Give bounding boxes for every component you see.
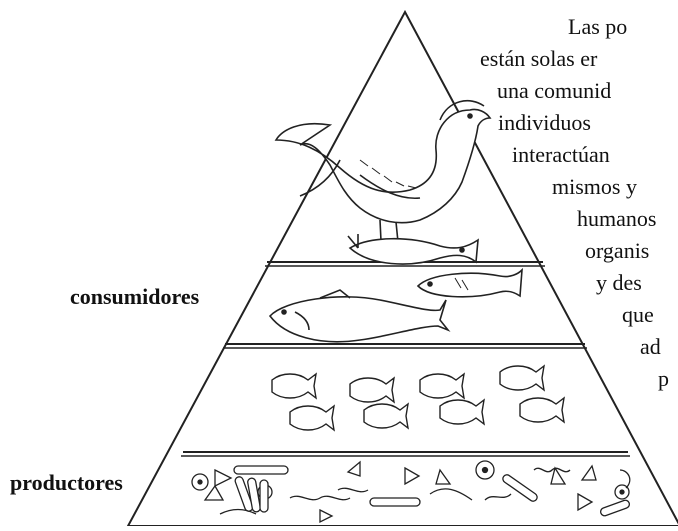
paragraph-line: p (658, 366, 669, 391)
fish-icon (416, 267, 523, 298)
label-productores: productores (10, 470, 123, 495)
fish-icon (347, 234, 479, 265)
fish-icon (271, 364, 565, 432)
paragraph-line: mismos y (552, 174, 637, 199)
paragraph-line: individuos (498, 110, 591, 135)
paragraph-line: están solas er (480, 46, 598, 71)
label-consumidores: consumidores (70, 284, 200, 309)
paragraph-line: Las po (568, 14, 628, 39)
paragraph-line: interactúan (512, 142, 610, 167)
paragraph-line: humanos (577, 206, 657, 231)
paragraph-line: ad (640, 334, 661, 359)
eagle-icon (274, 99, 492, 263)
algae-icon (219, 465, 631, 517)
paragraph-line: y des (596, 270, 642, 295)
paragraph-line: que (622, 302, 654, 327)
paragraph-line: organis (585, 238, 650, 263)
fish-icon (268, 289, 451, 343)
paragraph-line: una comunid (497, 78, 612, 103)
